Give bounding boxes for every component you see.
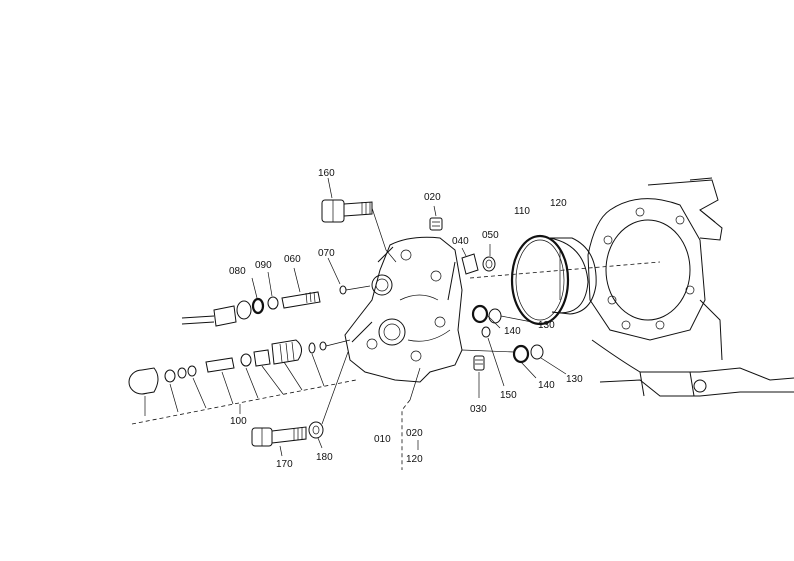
seal-140-upper bbox=[471, 304, 489, 324]
ring-130-lower bbox=[530, 344, 567, 375]
label-030: 030 bbox=[470, 404, 487, 415]
label-020-bottom: 020 bbox=[406, 428, 423, 439]
label-090: 090 bbox=[255, 260, 272, 271]
relief-valve-group-100 bbox=[128, 339, 357, 425]
label-130-upper: 130 bbox=[538, 320, 555, 331]
label-080: 080 bbox=[229, 266, 246, 277]
label-100: 100 bbox=[230, 416, 247, 427]
bolt-160 bbox=[321, 177, 397, 263]
elbow-fitting-040 bbox=[461, 247, 479, 275]
label-140-lower: 140 bbox=[538, 380, 555, 391]
label-070: 070 bbox=[318, 248, 335, 259]
label-130-lower: 130 bbox=[566, 374, 583, 385]
label-140-upper: 140 bbox=[504, 326, 521, 337]
washer-180 bbox=[308, 351, 349, 449]
label-180: 180 bbox=[316, 452, 333, 463]
upper-valve-assembly bbox=[181, 257, 371, 327]
o-ring-110 bbox=[510, 234, 570, 326]
plug-030 bbox=[473, 355, 485, 398]
collar-120 bbox=[549, 237, 597, 315]
label-010: 010 bbox=[374, 434, 391, 445]
label-060: 060 bbox=[284, 254, 301, 265]
label-120-top: 120 bbox=[550, 198, 567, 209]
center-axis-line bbox=[469, 261, 661, 279]
label-170: 170 bbox=[276, 459, 293, 470]
bolt-170 bbox=[251, 426, 307, 457]
label-160: 160 bbox=[318, 168, 335, 179]
label-020-top: 020 bbox=[424, 192, 441, 203]
label-050: 050 bbox=[482, 230, 499, 241]
label-040: 040 bbox=[452, 236, 469, 247]
plug-020 bbox=[429, 205, 443, 231]
label-120-bottom: 120 bbox=[406, 454, 423, 465]
seal-140-lower bbox=[512, 344, 537, 379]
pin-150 bbox=[481, 326, 505, 387]
label-150: 150 bbox=[500, 390, 517, 401]
part-labels: 160 020 040 050 110 120 080 090 060 070 … bbox=[229, 168, 583, 470]
label-110: 110 bbox=[514, 206, 530, 217]
washer-050 bbox=[482, 244, 496, 272]
pump-cover bbox=[344, 236, 463, 383]
assembly-bracket-010 bbox=[401, 367, 421, 470]
ring-130-upper bbox=[488, 308, 533, 324]
transmission-housing bbox=[587, 177, 794, 397]
